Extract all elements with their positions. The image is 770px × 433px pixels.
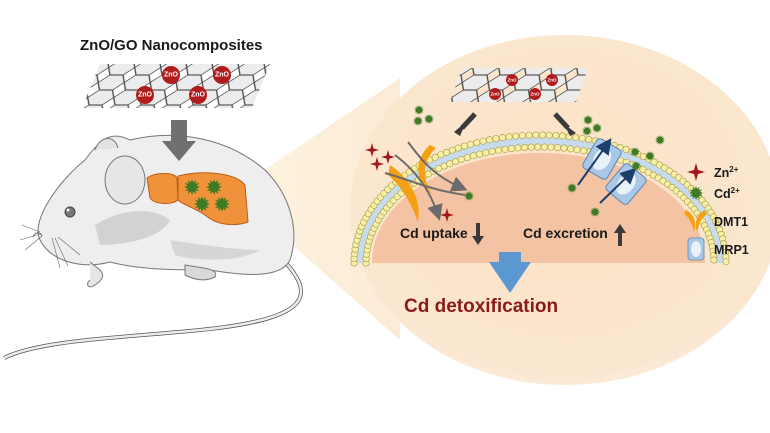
cd-ion (206, 179, 222, 195)
result-label: Cd detoxification (404, 296, 558, 317)
cd-ion (464, 191, 474, 201)
mouse-hind-paw (184, 264, 217, 281)
dmt1-transporter (388, 145, 436, 222)
sheet-arrow-left-head (454, 122, 466, 136)
zno-particle-label: ZnO (164, 72, 179, 79)
uptake-arrow-cd (407, 141, 468, 192)
legend-item-dmt1: DMT1 (684, 210, 748, 232)
cd-ion-burst-icon (689, 186, 703, 200)
cd-ion (424, 114, 434, 124)
svg-text:Zn2+: Zn2+ (714, 165, 739, 180)
legend-item-mrp1: MRP1 (687, 237, 749, 261)
legend-item-zn: Zn2+ (687, 163, 739, 181)
zno-particle-label: ZnO (548, 78, 557, 83)
zno-particle-label: ZnO (508, 78, 517, 83)
mouse-whiskers (19, 224, 81, 269)
cd-ion (567, 183, 577, 193)
zn-ion (365, 143, 379, 157)
zno-particles-left: ZnO ZnO ZnO ZnO (136, 66, 231, 104)
cd-ion (214, 196, 230, 212)
zno-particle-label: ZnO (491, 92, 500, 97)
cd-ion (582, 126, 592, 136)
mouse-eye (64, 206, 76, 218)
zoom-cone (232, 78, 400, 340)
cd-ion (184, 179, 200, 195)
title: ZnO/GO Nanocomposites (80, 37, 263, 54)
uptake-down-arrow (472, 223, 484, 245)
cd-ion (583, 115, 593, 125)
zno-particle-label: ZnO (215, 72, 230, 79)
cd-ion (413, 116, 423, 126)
excretion-arrow-1 (577, 138, 612, 186)
zno-particle: ZnO (529, 88, 541, 100)
ions-layer (365, 105, 665, 222)
cd-ion (414, 105, 424, 115)
zno-particles-right: ZnO ZnO ZnO ZnO (489, 74, 558, 100)
delivery-arrow (162, 120, 196, 161)
sheet-arrow-right-head (564, 124, 576, 136)
zno-particle-label: ZnO (138, 92, 153, 99)
legend-mrp1-label: MRP1 (714, 243, 749, 257)
zno-particle: ZnO (506, 74, 518, 86)
mouse-tail (3, 260, 303, 360)
cd-ion (631, 161, 641, 171)
zno-particle: ZnO (213, 66, 231, 84)
zn-ion (381, 150, 395, 164)
mrp1-transporter-icon (687, 237, 705, 261)
zno-particle: ZnO (546, 74, 558, 86)
legend-zn-sup: 2+ (729, 165, 738, 174)
liver (146, 172, 249, 226)
detox-arrow (489, 252, 531, 293)
zno-particle: ZnO (162, 66, 180, 84)
mouse-illustration (3, 134, 303, 360)
legend-dmt1-label: DMT1 (714, 215, 748, 229)
legend-cd-sup: 2+ (731, 186, 740, 195)
zno-particle: ZnO (189, 86, 207, 104)
uptake-label: Cd uptake (400, 225, 468, 241)
cd-ion (630, 147, 640, 157)
cd-ion (655, 135, 665, 145)
cd-ion (592, 123, 602, 133)
go-sheet-right (450, 68, 588, 102)
zn-ion-star-icon (687, 163, 705, 181)
legend-item-cd: Cd2+ (689, 186, 740, 201)
zn-ion (370, 157, 384, 171)
uptake-arrow-extra (384, 172, 466, 196)
excretion-up-arrow (614, 224, 626, 246)
zn-ion (440, 208, 454, 222)
cd-ion (194, 196, 210, 212)
legend-cd-label: Cd (714, 187, 731, 201)
mouse-body (37, 134, 295, 275)
mouse-front-paw (87, 261, 104, 288)
uptake-arrow-zn (394, 154, 443, 221)
legend-zn-label: Zn (714, 166, 729, 180)
mouse-ear (104, 155, 146, 205)
cd-ion (689, 186, 703, 200)
excretion-label: Cd excretion (523, 225, 608, 241)
zno-particle-label: ZnO (191, 92, 206, 99)
svg-text:Cd2+: Cd2+ (714, 186, 740, 201)
zno-particle-label: ZnO (531, 92, 540, 97)
legend: Zn2+ Cd2+ DMT1 MRP1 (684, 163, 749, 261)
cd-ion (645, 151, 655, 161)
zno-particle: ZnO (489, 88, 501, 100)
dmt1-transporter-icon (684, 210, 707, 232)
excretion-arrow-2 (599, 167, 637, 204)
zno-particle: ZnO (136, 86, 154, 104)
cd-ion (590, 207, 600, 217)
